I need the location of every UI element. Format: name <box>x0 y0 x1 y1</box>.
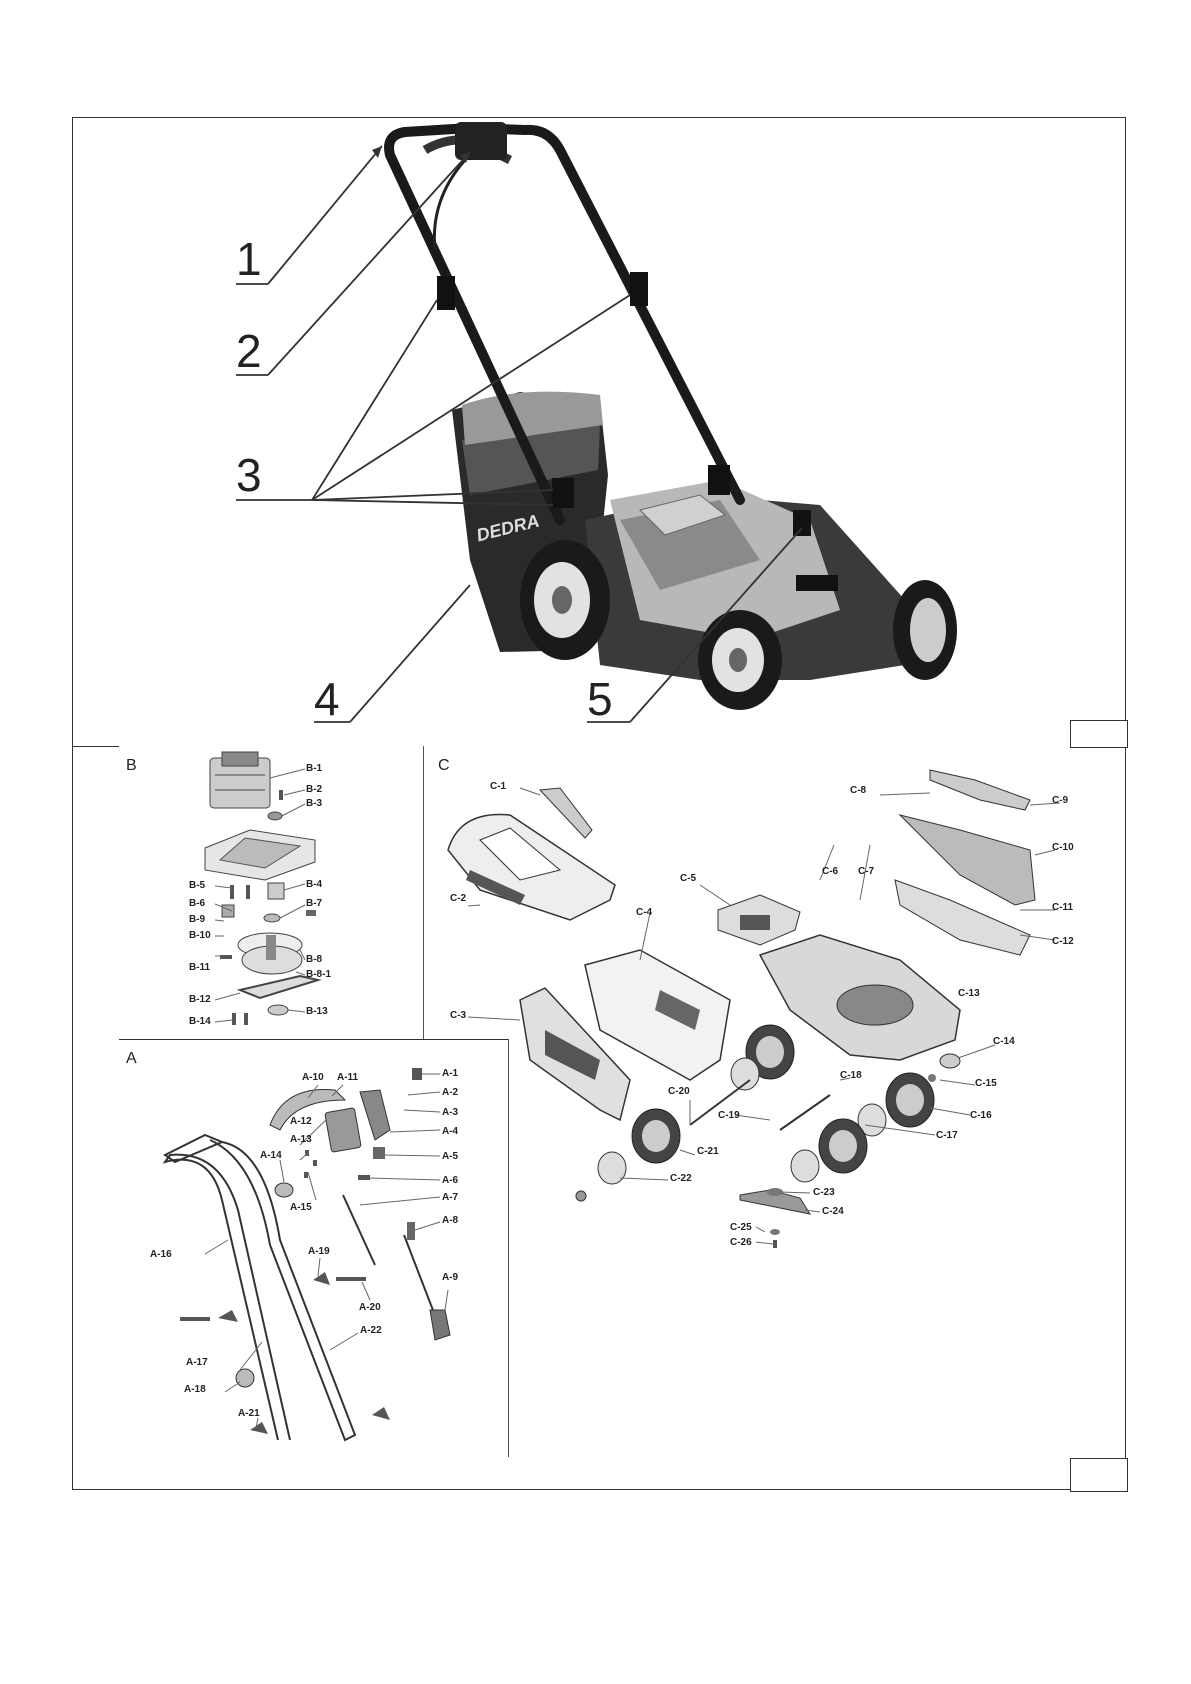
part-label-c3: C-3 <box>450 1010 467 1021</box>
part-label-c6: C-6 <box>822 866 839 877</box>
section-label-c: C <box>438 757 450 774</box>
part-label-a15: A-15 <box>290 1202 312 1213</box>
part-label-a2: A-2 <box>442 1087 459 1098</box>
part-label-c17: C-17 <box>936 1130 958 1141</box>
section-label-b: B <box>126 757 137 774</box>
part-label-b8: B-8 <box>306 954 323 965</box>
part-label-b11: B-11 <box>189 962 211 973</box>
part-label-c12: C-12 <box>1052 936 1074 947</box>
part-label-a11: A-11 <box>337 1072 359 1083</box>
part-label-b2: B-2 <box>306 784 323 795</box>
part-label-b5: B-5 <box>189 880 206 891</box>
part-label-c4: C-4 <box>636 907 653 918</box>
part-label-c20: C-20 <box>668 1086 690 1097</box>
part-label-a19: A-19 <box>308 1246 330 1257</box>
part-label-a22: A-22 <box>360 1325 382 1336</box>
part-label-c9: C-9 <box>1052 795 1069 806</box>
part-label-a21: A-21 <box>238 1408 260 1419</box>
part-label-b7: B-7 <box>306 898 323 909</box>
part-label-c15: C-15 <box>975 1078 997 1089</box>
part-label-b13: B-13 <box>306 1006 328 1017</box>
part-label-b8-1: B-8-1 <box>306 969 332 980</box>
part-label-b1: B-1 <box>306 763 323 774</box>
figure-frame <box>72 117 1126 1490</box>
part-label-b10: B-10 <box>189 930 211 941</box>
part-label-a7: A-7 <box>442 1192 459 1203</box>
part-label-a10: A-10 <box>302 1072 324 1083</box>
part-label-c18: C-18 <box>840 1070 862 1081</box>
callout-4: 4 <box>314 673 340 725</box>
part-label-a18: A-18 <box>184 1384 206 1395</box>
part-label-c11: C-11 <box>1052 902 1074 913</box>
part-label-c2: C-2 <box>450 893 467 904</box>
part-label-b6: B-6 <box>189 898 206 909</box>
divider-b-c <box>423 746 424 1039</box>
part-label-c25: C-25 <box>730 1222 752 1233</box>
part-label-a1: A-1 <box>442 1068 459 1079</box>
part-label-c26: C-26 <box>730 1237 752 1248</box>
part-label-b4: B-4 <box>306 879 323 890</box>
part-label-a9: A-9 <box>442 1272 459 1283</box>
part-label-c5: C-5 <box>680 873 697 884</box>
part-label-c21: C-21 <box>697 1146 719 1157</box>
divider-b-a <box>119 1039 508 1040</box>
part-label-c8: C-8 <box>850 785 867 796</box>
callout-1: 1 <box>236 233 262 285</box>
part-label-a16: A-16 <box>150 1249 172 1260</box>
corner-tab-bottom <box>1070 1458 1128 1492</box>
part-label-c16: C-16 <box>970 1110 992 1121</box>
part-label-c24: C-24 <box>822 1206 844 1217</box>
part-label-b3: B-3 <box>306 798 323 809</box>
part-label-a17: A-17 <box>186 1357 208 1368</box>
part-label-c1: C-1 <box>490 781 507 792</box>
part-label-c13: C-13 <box>958 988 980 999</box>
part-label-a13: A-13 <box>290 1134 312 1145</box>
part-label-a6: A-6 <box>442 1175 459 1186</box>
callout-5: 5 <box>587 673 613 725</box>
part-label-a8: A-8 <box>442 1215 459 1226</box>
divider-top-left <box>72 746 119 747</box>
part-label-b9: B-9 <box>189 914 206 925</box>
part-label-c10: C-10 <box>1052 842 1074 853</box>
part-label-a3: A-3 <box>442 1107 459 1118</box>
section-label-a: A <box>126 1050 137 1067</box>
divider-a-c <box>508 1039 509 1457</box>
part-label-a12: A-12 <box>290 1116 312 1127</box>
part-label-a5: A-5 <box>442 1151 459 1162</box>
part-label-c23: C-23 <box>813 1187 835 1198</box>
callout-3: 3 <box>236 449 262 501</box>
part-label-c19: C-19 <box>718 1110 740 1121</box>
corner-tab-top <box>1070 720 1128 748</box>
part-label-a20: A-20 <box>359 1302 381 1313</box>
part-label-a4: A-4 <box>442 1126 459 1137</box>
part-label-b12: B-12 <box>189 994 211 1005</box>
mower-illustration <box>236 122 957 723</box>
part-label-c22: C-22 <box>670 1173 692 1184</box>
callout-2: 2 <box>236 325 262 377</box>
part-label-c14: C-14 <box>993 1036 1015 1047</box>
part-label-c7: C-7 <box>858 866 875 877</box>
part-label-a14: A-14 <box>260 1150 282 1161</box>
part-label-b14: B-14 <box>189 1016 211 1027</box>
